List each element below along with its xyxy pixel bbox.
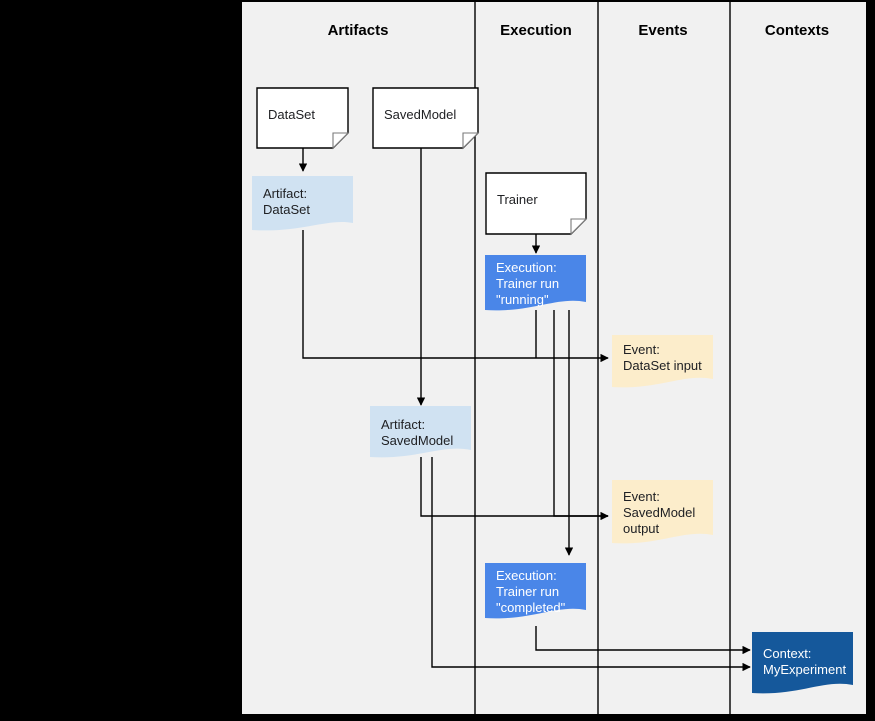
- connector-execution-running-to-event-savedmodel-output: [553, 310, 609, 521]
- execution-completed-line3: "completed": [496, 600, 566, 615]
- connector-artifact-dataset-to-event-dataset-input: [302, 230, 609, 363]
- event-savedmodel-output-shape: [612, 480, 713, 544]
- artifact-savedmodel-line2: SavedModel: [381, 433, 453, 448]
- metadata-flow-diagram: Artifacts Execution Events Contexts: [252, 2, 853, 714]
- node-trainer-type[interactable]: Trainer: [485, 172, 588, 236]
- ml-metadata-diagram-panel: Artifacts Execution Events Contexts: [242, 2, 866, 714]
- node-execution-completed[interactable]: Execution: Trainer run "completed": [485, 563, 586, 619]
- event-savedmodel-output-line1: Event:: [623, 489, 660, 504]
- node-dataset-type[interactable]: DataSet: [256, 87, 350, 150]
- event-savedmodel-output-line2: SavedModel: [623, 505, 695, 520]
- column-header-events: Events: [638, 22, 687, 39]
- node-artifact-dataset[interactable]: Artifact: DataSet: [252, 176, 353, 231]
- artifact-savedmodel-shape: [370, 406, 471, 458]
- column-header-execution: Execution: [500, 22, 572, 39]
- event-dataset-input-line1: Event:: [623, 342, 660, 357]
- execution-running-line2: Trainer run: [496, 276, 559, 291]
- node-event-dataset-input[interactable]: Event: DataSet input: [612, 335, 713, 388]
- node-context-myexperiment[interactable]: Context: MyExperiment: [752, 632, 853, 694]
- execution-completed-line1: Execution:: [496, 568, 557, 583]
- node-savedmodel-type[interactable]: SavedModel: [372, 87, 480, 150]
- connector-artifact-savedmodel-to-context: [431, 457, 751, 672]
- context-myexperiment-line1: Context:: [763, 646, 811, 661]
- node-execution-running[interactable]: Execution: Trainer run "running": [485, 255, 586, 311]
- column-header-artifacts: Artifacts: [328, 22, 389, 39]
- context-myexperiment-line2: MyExperiment: [763, 662, 846, 677]
- context-myexperiment-shape: [752, 632, 853, 694]
- savedmodel-type-fold-icon: [462, 132, 480, 150]
- connector-artifact-savedmodel-to-event-savedmodel-output: [420, 457, 608, 517]
- event-dataset-input-line2: DataSet input: [623, 358, 702, 373]
- execution-running-shape: [485, 255, 586, 311]
- execution-running-line1: Execution:: [496, 260, 557, 275]
- dataset-type-fold-icon: [332, 132, 350, 150]
- connectors: [298, 146, 751, 672]
- execution-completed-line2: Trainer run: [496, 584, 559, 599]
- node-event-savedmodel-output[interactable]: Event: SavedModel output: [612, 480, 713, 544]
- execution-running-line3: "running": [496, 292, 549, 307]
- connector-execution-completed-to-context: [535, 626, 751, 655]
- savedmodel-type-label: SavedModel: [384, 107, 456, 122]
- execution-completed-shape: [485, 563, 586, 619]
- artifact-dataset-shape: [252, 176, 353, 231]
- column-headers: Artifacts Execution Events Contexts: [328, 22, 830, 39]
- node-artifact-savedmodel[interactable]: Artifact: SavedModel: [370, 406, 471, 458]
- event-savedmodel-output-line3: output: [623, 521, 660, 536]
- column-header-contexts: Contexts: [765, 22, 829, 39]
- trainer-type-fold-icon: [570, 218, 588, 236]
- dataset-type-label: DataSet: [268, 107, 315, 122]
- trainer-type-label: Trainer: [497, 192, 538, 207]
- artifact-dataset-line2: DataSet: [263, 202, 310, 217]
- artifact-dataset-line1: Artifact:: [263, 186, 307, 201]
- artifact-savedmodel-line1: Artifact:: [381, 417, 425, 432]
- event-dataset-input-shape: [612, 335, 713, 388]
